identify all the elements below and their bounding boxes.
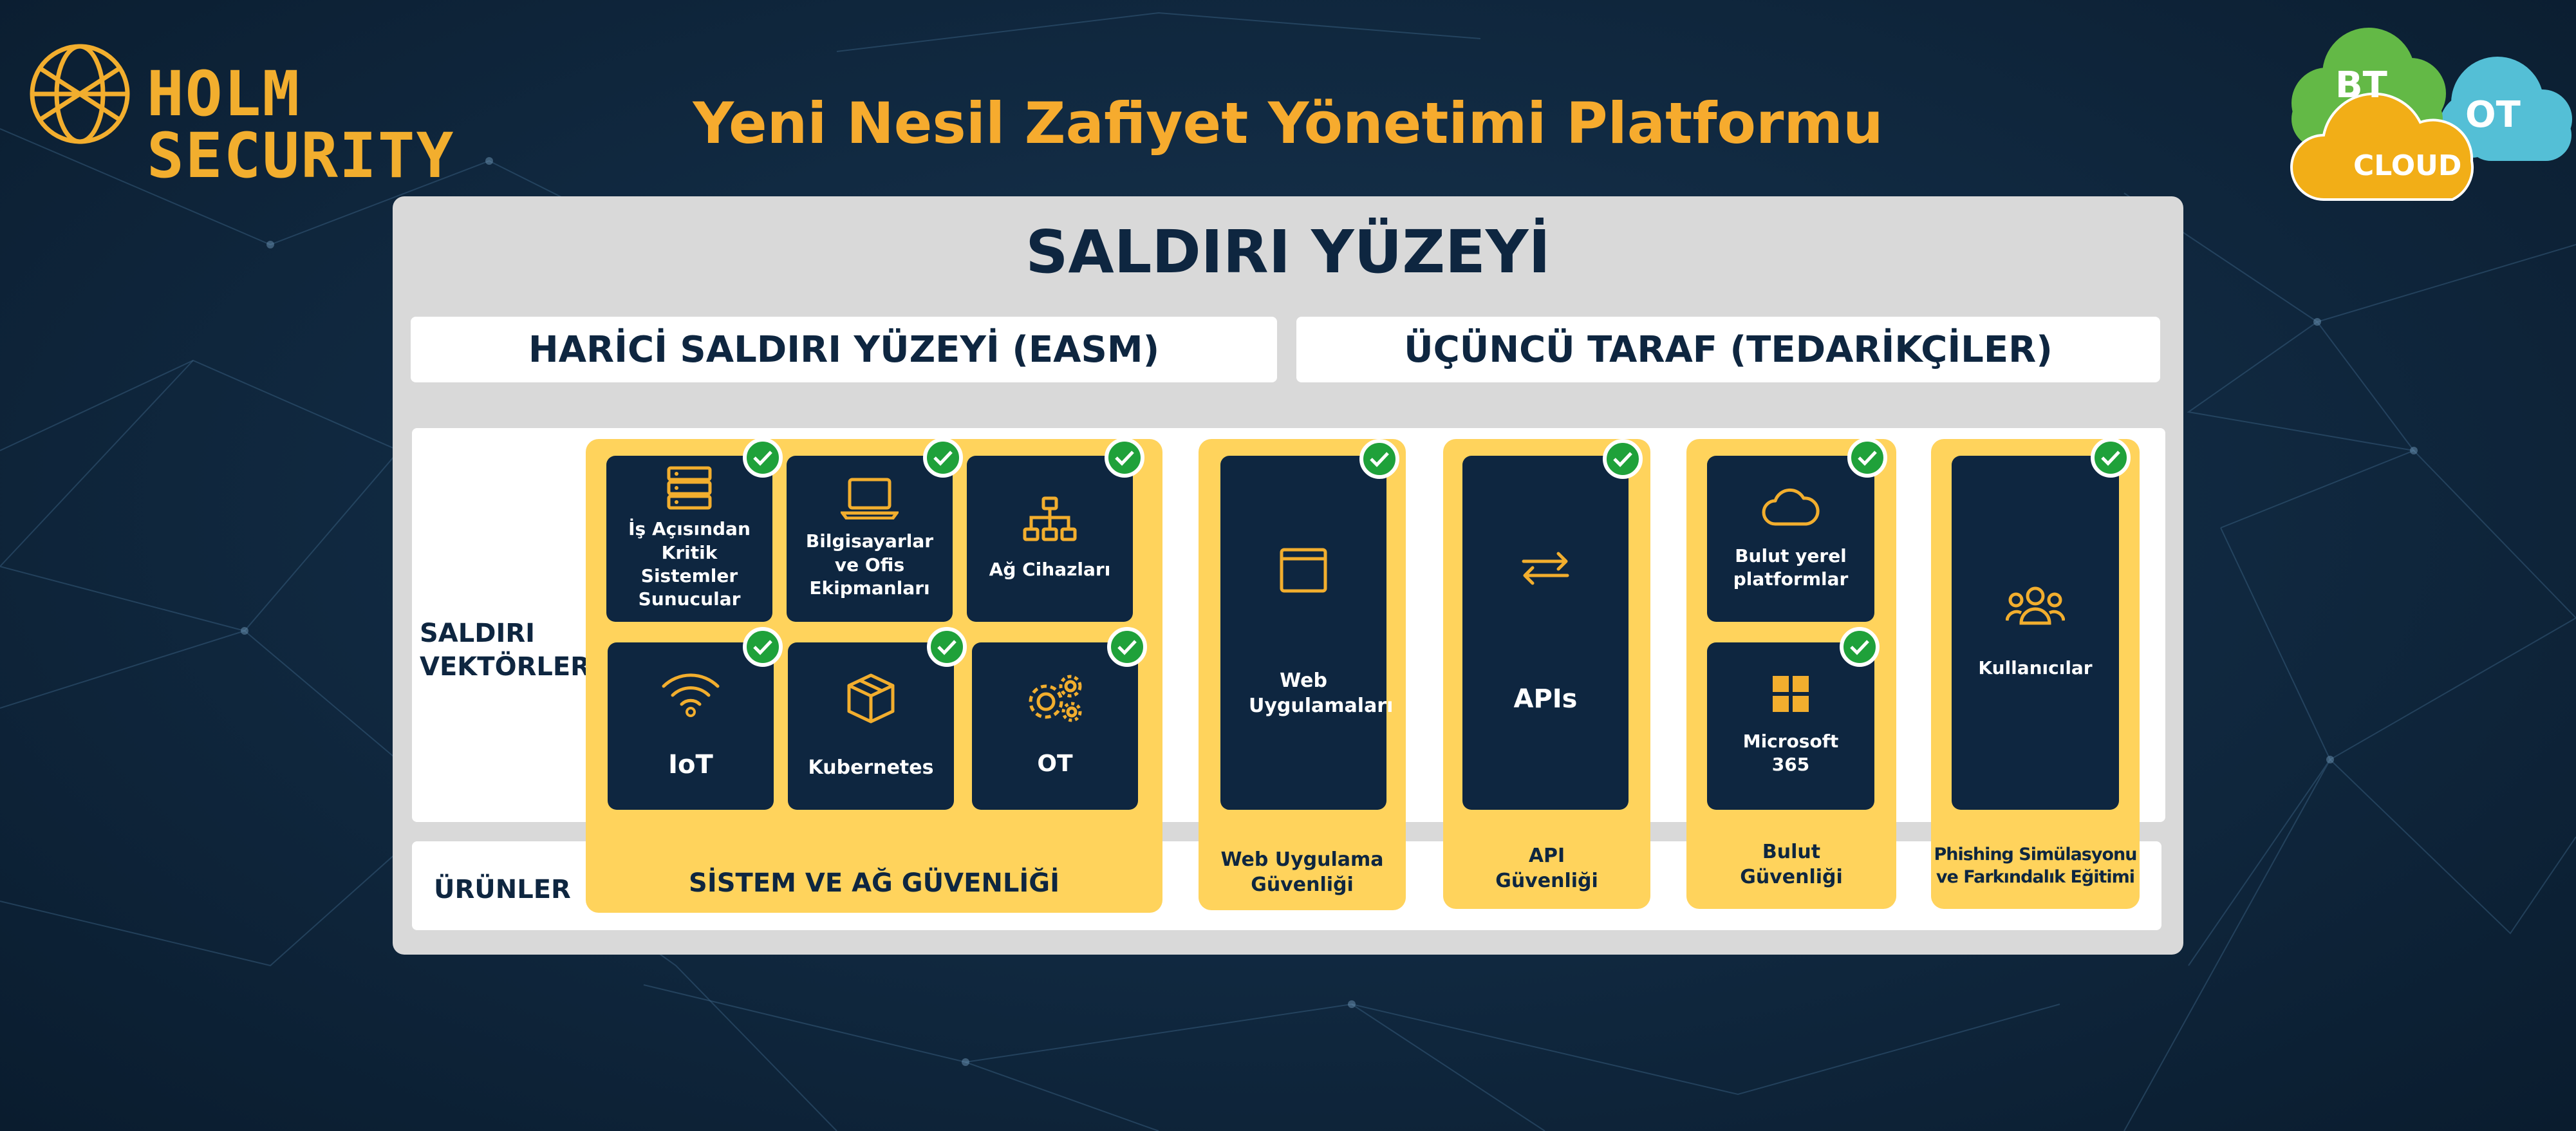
vector-card-kubernetes[interactable]: Kubernetes: [788, 642, 954, 810]
logo-text: HOLM SECURITY: [147, 58, 455, 192]
vector-label-computers: Bilgisayarlar ve Ofis Ekipmanları: [805, 530, 934, 599]
microsoft-logo-icon: [1773, 675, 1809, 712]
check-icon: [1840, 627, 1880, 667]
users-icon: [2006, 586, 2065, 625]
vector-card-apis[interactable]: APIs: [1462, 456, 1629, 810]
cube-icon: [847, 673, 895, 723]
vector-card-servers[interactable]: İş Açısından Kritik Sistemler Sunucular: [606, 456, 772, 622]
check-icon: [2091, 438, 2131, 478]
vector-label-web: Web Uygulamaları: [1249, 669, 1394, 717]
check-icon: [1105, 438, 1144, 478]
vectors-row-label: SALDIRI VEKTÖRLERİ: [420, 619, 600, 682]
browser-window-icon: [1280, 548, 1327, 593]
vector-card-users[interactable]: Kullanıcılar: [1952, 456, 2119, 810]
vector-label-network: Ağ Cihazları: [989, 558, 1111, 580]
check-icon: [1359, 439, 1399, 479]
vector-card-computers[interactable]: Bilgisayarlar ve Ofis Ekipmanları: [787, 456, 953, 622]
check-icon: [927, 627, 967, 667]
check-icon: [1107, 627, 1147, 667]
check-icon: [1847, 438, 1887, 478]
vector-label-iot: IoT: [668, 750, 713, 780]
check-icon: [1603, 439, 1643, 479]
products-row-label: ÜRÜNLER: [434, 875, 571, 904]
vector-card-iot[interactable]: IoT: [608, 642, 774, 810]
vector-card-ot[interactable]: OT: [972, 642, 1138, 810]
exchange-arrows-icon: [1522, 552, 1569, 585]
page-title: Yeni Nesil Zafiyet Yönetimi Platformu: [693, 90, 1883, 156]
vector-label-servers: İş Açısından Kritik Sistemler Sunucular: [628, 518, 751, 610]
vector-label-m365: Microsoft 365: [1742, 730, 1839, 775]
vector-label-cloud-native: Bulut yerel platformlar: [1733, 545, 1849, 590]
product-api[interactable]: API Güvenliği: [1495, 845, 1598, 892]
cloud-cloud-label: CLOUD: [2353, 149, 2462, 182]
panel-title: SALDIRI YÜZEYİ: [1025, 218, 1551, 286]
laptop-icon: [841, 478, 899, 520]
server-icon: [667, 466, 712, 510]
vector-card-network[interactable]: Ağ Cihazları: [967, 456, 1133, 622]
cloud-badges: [2290, 28, 2572, 201]
cloud-bt-label: BT: [2335, 64, 2387, 106]
cloud-ot-label: OT: [2465, 94, 2521, 136]
network-icon: [1023, 496, 1077, 541]
vector-label-ot: OT: [1037, 750, 1073, 777]
product-cloud[interactable]: Bulut Güvenliği: [1740, 841, 1843, 888]
vector-card-m365[interactable]: Microsoft 365: [1707, 642, 1874, 810]
vector-label-apis: APIs: [1513, 684, 1578, 714]
logo[interactable]: HOLM SECURITY: [28, 37, 492, 187]
vector-card-cloud-native[interactable]: Bulut yerel platformlar: [1707, 456, 1874, 622]
vector-card-web[interactable]: Web Uygulamaları: [1220, 456, 1394, 810]
third-party-header: ÜÇÜNCÜ TARAF (TEDARİKÇİLER): [1296, 317, 2160, 382]
cloud-icon: [1762, 488, 1820, 526]
product-phishing[interactable]: Phishing Simülasyonu ve Farkındalık Eğit…: [1934, 845, 2138, 888]
check-icon: [743, 627, 783, 667]
easm-header: HARİCİ SALDIRI YÜZEYİ (EASM): [411, 317, 1277, 382]
globe-icon: [30, 44, 130, 144]
wifi-icon: [662, 673, 720, 717]
cloud-orange-shape: [2290, 92, 2474, 201]
product-system-network[interactable]: SİSTEM VE AĞ GÜVENLİĞİ: [689, 868, 1059, 898]
vector-label-kubernetes: Kubernetes: [808, 756, 934, 779]
product-web[interactable]: Web Uygulama Güvenliği: [1220, 848, 1384, 896]
vector-label-users: Kullanıcılar: [1978, 657, 2093, 678]
gears-icon: [1029, 675, 1082, 722]
check-icon: [743, 438, 783, 478]
check-icon: [923, 438, 963, 478]
